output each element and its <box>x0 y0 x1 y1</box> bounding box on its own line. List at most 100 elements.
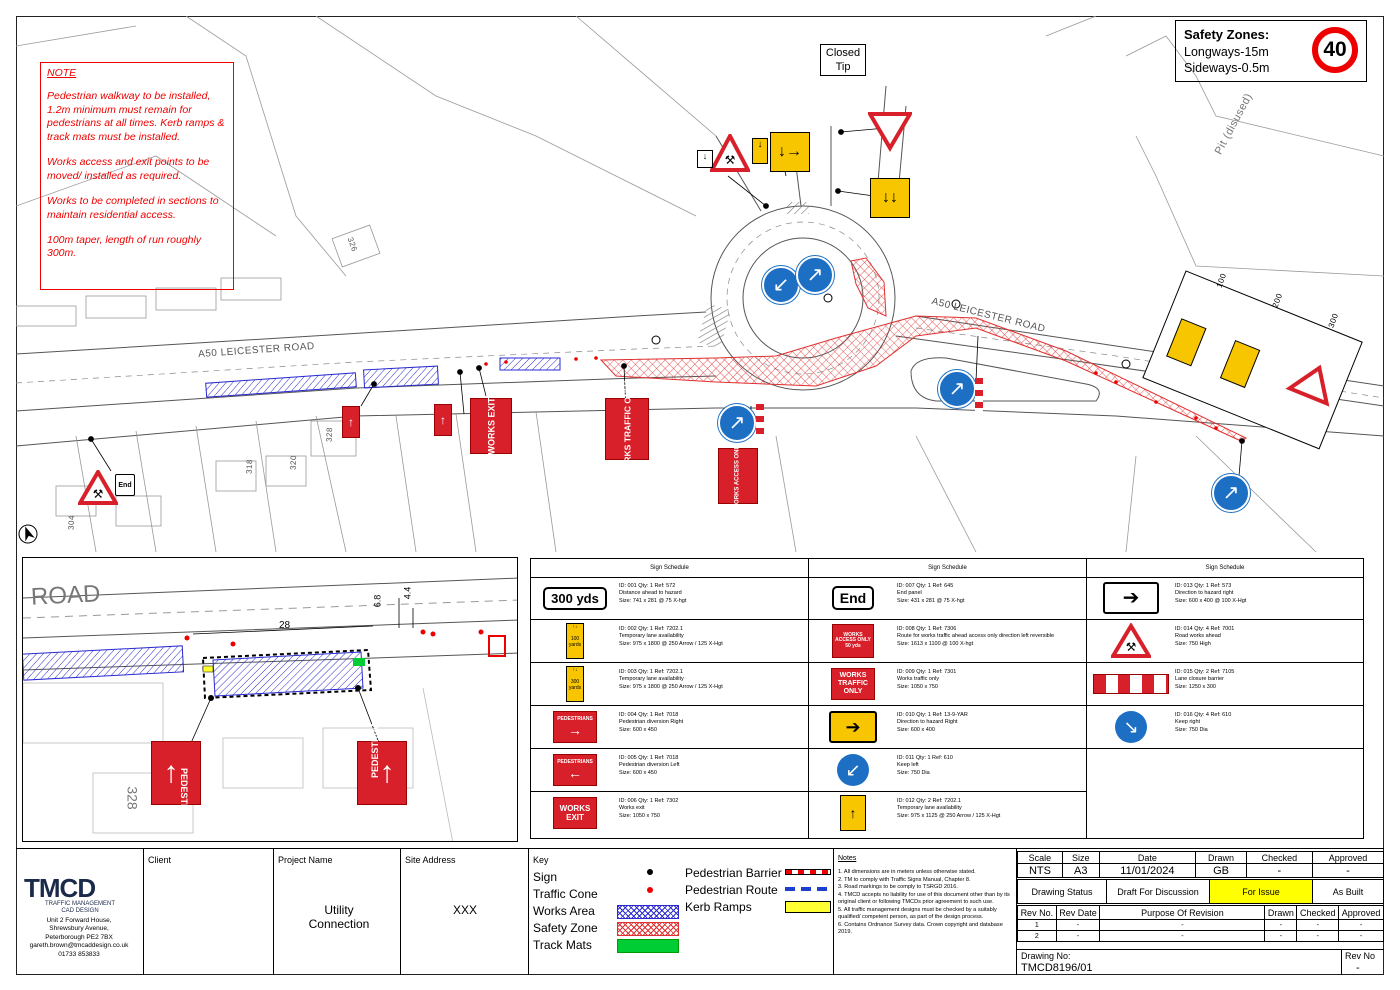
lane-sign-icon: ↓ <box>752 138 768 164</box>
status-as-built[interactable]: As Built <box>1312 879 1384 904</box>
client-label: Client <box>148 855 172 865</box>
schedule-line: ID: 013 Qty: 1 Ref: 573 <box>1175 583 1232 589</box>
company-sub: TRAFFIC MANAGEMENT <box>45 901 115 907</box>
safety-zone-key-icon <box>617 922 679 936</box>
lane-closure-barrier <box>975 378 983 414</box>
key-item: Traffic Cone <box>533 887 598 901</box>
date-label: Date <box>1098 851 1197 864</box>
rev-cell: - <box>1055 919 1101 931</box>
schedule-line: Size: 1613 x 1100 @ 100 X-hgt <box>897 640 974 647</box>
schedule-line: Pedestrian diversion Right <box>619 719 684 726</box>
lane-availability-sign-icon: ↑ <box>840 795 866 831</box>
keep-right-sign-icon: ↘ <box>1115 711 1147 743</box>
project-name: Utility Connection <box>308 903 370 931</box>
rev-cell: - <box>1338 919 1384 931</box>
schedule-line: ID: 006 Qty: 1 Ref: 7302 <box>619 798 679 804</box>
checked-value: - <box>1245 863 1313 878</box>
arrow-right-icon: ➔ <box>1103 582 1159 614</box>
schedule-line: Pedestrian diversion Left <box>619 762 680 769</box>
speed-limit-sign: 40 <box>1312 27 1358 73</box>
schedule-line: Size: 1250 x 300 <box>1175 683 1216 690</box>
keep-right-sign-icon: ↗ <box>938 370 976 408</box>
approved-label: Approved <box>1311 851 1385 864</box>
schedule-line: Size: 1050 x 750 <box>897 683 938 690</box>
schedule-line: ID: 004 Qty: 1 Ref: 7018 <box>619 712 679 718</box>
size-label: Size <box>1061 851 1100 864</box>
schedule-title: Sign Schedule <box>531 559 808 578</box>
road-works-sign-icon: ⚒ <box>78 470 118 505</box>
note-line: 4. TMCD accepts no liability for use of … <box>838 891 1010 906</box>
svg-text:⚒: ⚒ <box>725 153 736 167</box>
address-line: 01733 853833 <box>58 950 100 958</box>
status-for-issue[interactable]: For Issue <box>1209 879 1313 904</box>
drawing-no-label: Drawing No: <box>1021 951 1071 961</box>
address-line: Peterborough PE2 7BX <box>45 933 113 941</box>
status-draft[interactable]: Draft For Discussion <box>1106 879 1210 904</box>
schedule-line: ID: 016 Qty: 4 Ref: 610 <box>1175 712 1232 718</box>
lane-closure-barrier <box>1093 674 1169 694</box>
rev-cell: - <box>1099 919 1266 931</box>
schedule-line: ID: 015 Qty: 2 Ref: 7105 <box>1175 669 1235 675</box>
dimension-label: 28 <box>279 620 291 631</box>
note-paragraph: Works access and exit points to be moved… <box>47 156 210 182</box>
end-sign: End <box>115 474 135 496</box>
schedule-line: Temporary lane availability <box>619 676 684 683</box>
pedestrians-sign: PEDESTRIANS <box>178 768 189 833</box>
drawing-info: Scale Size Date Drawn Checked Approved N… <box>1017 849 1385 975</box>
works-traffic-only-sign: WORKS TRAFFIC ONLY <box>622 380 632 478</box>
schedule-line: Works traffic only <box>897 676 939 683</box>
track-mats-key-icon <box>617 939 679 953</box>
works-exit-sign: WORKS EXIT <box>553 797 597 829</box>
pedestrians-sign: PEDESTRIANS <box>557 759 593 765</box>
pedestrian-sign-icon: ↑ <box>434 404 452 436</box>
approved-value: - <box>1311 863 1385 878</box>
taper-sign-panel <box>1142 270 1363 450</box>
safety-zones-title: Safety Zones: <box>1184 27 1270 42</box>
schedule-line: ID: 003 Qty: 1 Ref: 7202.1 <box>619 669 683 675</box>
key-item: Works Area <box>533 904 595 918</box>
works-access-dist: 50 yds <box>845 642 861 649</box>
sign-schedule: Sign Schedule 300 yds ID: 001 Qty: 1 Ref… <box>530 558 1364 839</box>
schedule-line: Works exit <box>619 805 645 812</box>
scale-value: NTS <box>1017 863 1063 878</box>
rev-cell: - <box>1296 930 1340 942</box>
key-item: Kerb Ramps <box>685 900 752 914</box>
schedule-line: Size: 750 Dia <box>897 769 930 776</box>
schedule-line: ID: 010 Qty: 1 Ref: 13-9-YAR <box>897 712 968 718</box>
note-title: NOTE <box>47 67 77 79</box>
rev-no-label: Rev No <box>1345 951 1376 961</box>
dimension-label: 6.8 <box>372 594 383 608</box>
sign-key-icon <box>647 869 653 875</box>
rev-cell: - <box>1264 930 1298 942</box>
rev-no-header: Rev No. <box>1017 905 1057 920</box>
schedule-line: Size: 975 x 1125 @ 250 Arrow / 125 X-Hgt <box>897 812 1001 819</box>
company-logo: TMCD <box>24 873 96 903</box>
schedule-title: Sign Schedule <box>1087 559 1363 578</box>
schedule-line: Direction to hazard Right <box>897 719 958 726</box>
schedule-line: Size: 600 x 450 <box>619 769 657 776</box>
schedule-line: Size: 600 x 450 <box>619 726 657 733</box>
road-label: ROAD <box>30 580 101 611</box>
safety-zones-box: Safety Zones: Longways-15m Sideways-0.5m… <box>1175 20 1367 82</box>
keep-right-sign-icon: ↗ <box>796 256 834 294</box>
rev-drawn-header: Drawn <box>1264 905 1298 920</box>
address-line: Unit 2 Forward House, <box>46 917 112 924</box>
schedule-line: ID: 008 Qty: 1 Ref: 7306 <box>897 626 957 632</box>
road-works-sign-icon: ⚒ <box>710 134 750 172</box>
site-address: XXX <box>452 903 477 917</box>
date-value: 11/01/2024 <box>1098 863 1197 878</box>
purpose-header: Purpose Of Revision <box>1099 905 1266 920</box>
distance-plate: 300 yds <box>543 586 607 610</box>
pedestrians-sign: PEDESTRIANS <box>557 716 593 722</box>
schedule-line: ID: 002 Qty: 1 Ref: 7202.1 <box>619 626 683 632</box>
lane-sign-icon: ↓↓ <box>870 178 910 218</box>
schedule-line: ID: 011 Qty: 1 Ref: 610 <box>897 755 953 761</box>
key-item: Pedestrian Route <box>685 883 778 897</box>
rev-cell: - <box>1296 919 1340 931</box>
schedule-line: Size: 741 x 281 @ 75 X-hgt <box>619 597 687 604</box>
schedule-line: Lane closure barrier <box>1175 676 1224 683</box>
rev-cell: 2 <box>1017 930 1057 942</box>
rev-cell: - <box>1338 930 1384 942</box>
schedule-line: Keep left <box>897 762 919 769</box>
